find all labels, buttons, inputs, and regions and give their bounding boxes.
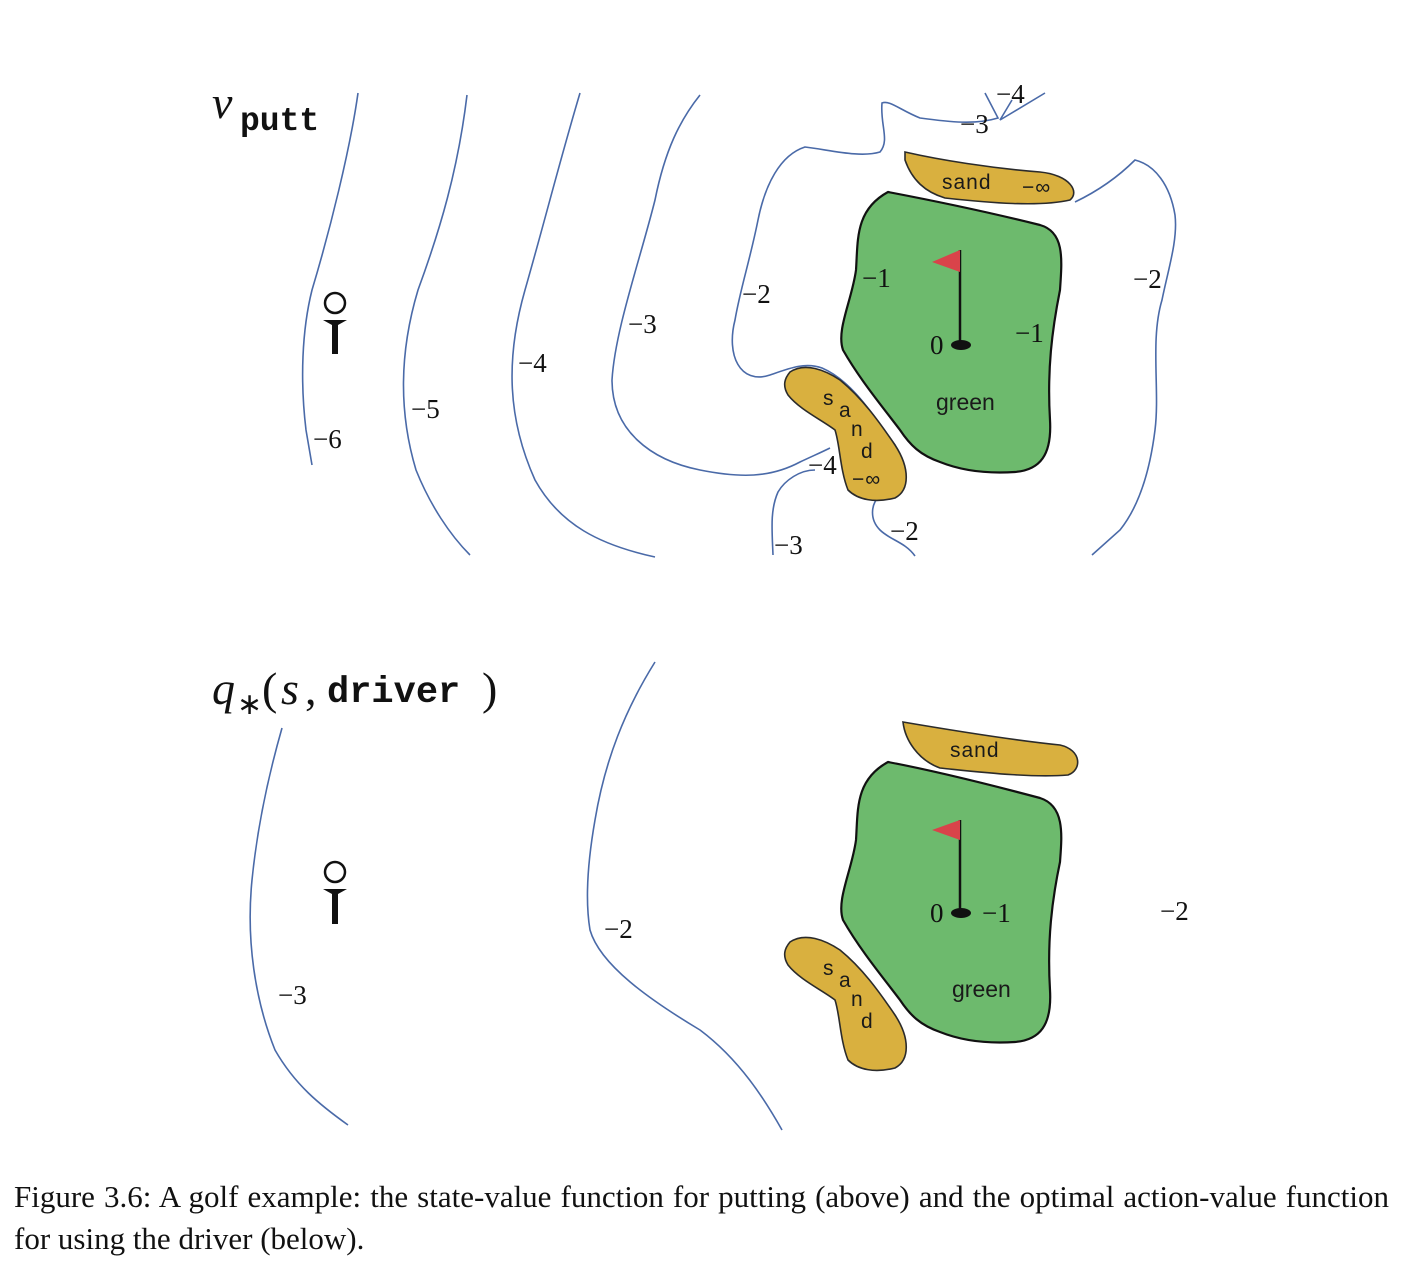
contour-minus2-right: [1074, 159, 1177, 556]
contour-minus6: [301, 92, 359, 466]
sand-left-value: −∞: [852, 468, 881, 491]
bottom-green-label: green: [952, 976, 1011, 1002]
bottom-title-star: ∗: [237, 688, 262, 721]
bottom-panel: q ∗ ( s , driver ) sand s a n d: [212, 661, 1189, 1131]
bottom-title-q: q: [212, 663, 235, 714]
bottom-title-driver: driver: [327, 672, 460, 714]
label-minus1-right: −1: [1015, 318, 1044, 348]
bottom-label-minus1: −1: [982, 898, 1011, 928]
top-panel: v putt sand −∞ s a n d −∞: [212, 77, 1177, 560]
top-title-symbol: v: [212, 77, 233, 128]
sand-left: [783, 366, 907, 502]
golf-figure: v putt sand −∞ s a n d −∞: [212, 77, 1189, 1131]
bottom-sand-left-letter-2: a: [839, 969, 852, 992]
label-bottom-minus2: −2: [890, 516, 919, 546]
contour-minus4-inner: [771, 469, 816, 556]
sand-top: [904, 150, 1075, 205]
top-hole-value: 0: [930, 330, 944, 360]
bottom-sand-left-letter-3: n: [851, 988, 864, 1011]
contour-bottom-minus2: [586, 661, 783, 1131]
bottom-label-minus2-right: −2: [1160, 896, 1189, 926]
bottom-sand-top-label: sand: [950, 739, 1000, 762]
contour-bottom-minus3: [249, 727, 349, 1126]
green-bottom: [840, 760, 1063, 1044]
contour-minus4: [511, 92, 656, 558]
sand-left-letter-1: s: [823, 387, 835, 410]
bottom-sand-left-letter-4: d: [861, 1010, 874, 1033]
bottom-label-minus2-mid: −2: [604, 914, 633, 944]
green-top: [840, 190, 1063, 474]
bottom-title-open: (: [262, 663, 277, 714]
label-sand-left-minus4: −4: [808, 450, 837, 480]
label-minus6: −6: [313, 424, 342, 454]
bottom-title-comma: ,: [305, 663, 317, 714]
hole-icon-bottom: [951, 908, 971, 918]
flag-icon-bottom: [932, 820, 962, 913]
tee-icon-bottom: [323, 860, 347, 924]
label-minus2-left: −2: [742, 279, 771, 309]
sand-left-bottom: [783, 936, 907, 1072]
flag-icon: [932, 250, 962, 345]
label-bottom-minus3: −3: [774, 530, 803, 560]
top-green-label: green: [936, 389, 995, 415]
label-minus1-left: −1: [862, 263, 891, 293]
sand-top-bottom: [902, 721, 1079, 777]
bottom-sand-left-letter-1: s: [823, 957, 835, 980]
sand-top-value: −∞: [1022, 176, 1051, 199]
contour-minus4-corner: [999, 92, 1046, 121]
label-minus5: −5: [411, 394, 440, 424]
label-top-minus4: −4: [996, 79, 1025, 109]
bottom-title-close: ): [482, 663, 497, 714]
top-title-subscript: putt: [240, 103, 319, 140]
figure-caption: Figure 3.6: A golf example: the state-va…: [14, 1179, 1389, 1256]
sand-left-letter-4: d: [861, 440, 874, 463]
label-top-minus3: −3: [960, 109, 989, 139]
hole-icon: [951, 340, 971, 350]
contour-minus5: [402, 94, 471, 556]
label-minus3: −3: [628, 309, 657, 339]
contour-minus3: [611, 94, 831, 476]
sand-left-letter-3: n: [851, 418, 864, 441]
bottom-label-minus3: −3: [278, 980, 307, 1010]
label-minus2-right: −2: [1133, 264, 1162, 294]
sand-left-letter-2: a: [839, 399, 852, 422]
bottom-title-s: s: [281, 663, 299, 714]
label-minus4: −4: [518, 348, 547, 378]
bottom-hole-value: 0: [930, 898, 944, 928]
tee-icon: [323, 291, 347, 354]
sand-top-label: sand: [942, 171, 992, 194]
